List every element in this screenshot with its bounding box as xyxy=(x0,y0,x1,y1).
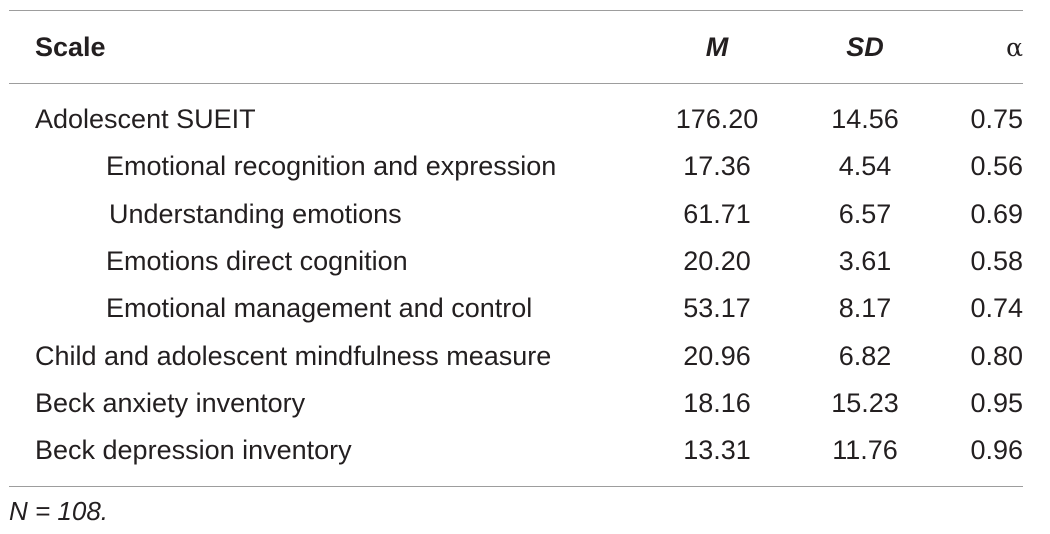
row-mean: 17.36 xyxy=(683,151,751,182)
header-alpha: α xyxy=(1006,32,1023,62)
row-subscale-name: Understanding emotions xyxy=(109,198,402,229)
row-subscale-name: Emotional recognition and expression xyxy=(106,151,557,182)
row-sd: 11.76 xyxy=(832,435,898,466)
table-row: Beck anxiety inventory 18.16 15.23 0.95 xyxy=(9,380,1023,427)
top-rule xyxy=(9,10,1023,11)
table-row: Emotional management and control 53.17 8… xyxy=(9,285,1023,332)
row-alpha: 0.96 xyxy=(970,435,1023,466)
bottom-rule xyxy=(9,486,1023,488)
table-footnote: N = 108. xyxy=(9,496,109,526)
header-rule xyxy=(9,83,1023,84)
table-header-row: Scale M SD α xyxy=(9,11,1023,83)
table-row: Emotional recognition and expression 17.… xyxy=(9,143,1023,190)
row-alpha: 0.80 xyxy=(970,340,1023,371)
table-row: Adolescent SUEIT 176.20 14.56 0.75 xyxy=(9,96,1023,143)
row-subscale-name: Emotions direct cognition xyxy=(106,246,408,277)
row-subscale-name: Emotional management and control xyxy=(106,293,533,324)
row-mean: 20.20 xyxy=(683,246,751,277)
row-alpha: 0.74 xyxy=(970,293,1023,324)
row-mean: 20.96 xyxy=(683,340,751,371)
row-alpha: 0.75 xyxy=(970,104,1023,135)
row-mean: 53.17 xyxy=(683,293,751,324)
header-standard-deviation: SD xyxy=(846,31,884,62)
row-alpha: 0.56 xyxy=(970,151,1023,182)
table-row: Emotions direct cognition 20.20 3.61 0.5… xyxy=(9,238,1023,285)
row-mean: 13.31 xyxy=(683,435,751,466)
row-alpha: 0.58 xyxy=(970,246,1023,277)
row-scale-name: Beck anxiety inventory xyxy=(35,387,306,418)
row-sd: 4.54 xyxy=(838,151,892,182)
row-mean: 176.20 xyxy=(675,104,759,135)
row-mean: 61.71 xyxy=(683,198,751,229)
row-alpha: 0.95 xyxy=(970,387,1023,418)
header-scale: Scale xyxy=(35,31,106,62)
row-sd: 14.56 xyxy=(831,104,899,135)
row-scale-name: Beck depression inventory xyxy=(35,435,352,466)
table-row: Child and adolescent mindfulness measure… xyxy=(9,332,1023,379)
row-sd: 6.82 xyxy=(838,340,892,371)
row-mean: 18.16 xyxy=(683,387,751,418)
row-sd: 3.61 xyxy=(838,246,892,277)
row-scale-name: Child and adolescent mindfulness measure xyxy=(35,340,552,371)
table-row: Beck depression inventory 13.31 11.76 0.… xyxy=(9,427,1023,474)
row-sd: 6.57 xyxy=(838,198,892,229)
header-mean: M xyxy=(705,31,729,62)
descriptive-statistics-table: Scale M SD α Adolescent SUEIT 176.20 14.… xyxy=(9,10,1023,488)
row-scale-name: Adolescent SUEIT xyxy=(35,104,256,135)
row-alpha: 0.69 xyxy=(970,198,1023,229)
row-sd: 8.17 xyxy=(838,293,892,324)
table-row: Understanding emotions 61.71 6.57 0.69 xyxy=(9,191,1023,238)
row-sd: 15.23 xyxy=(831,387,899,418)
